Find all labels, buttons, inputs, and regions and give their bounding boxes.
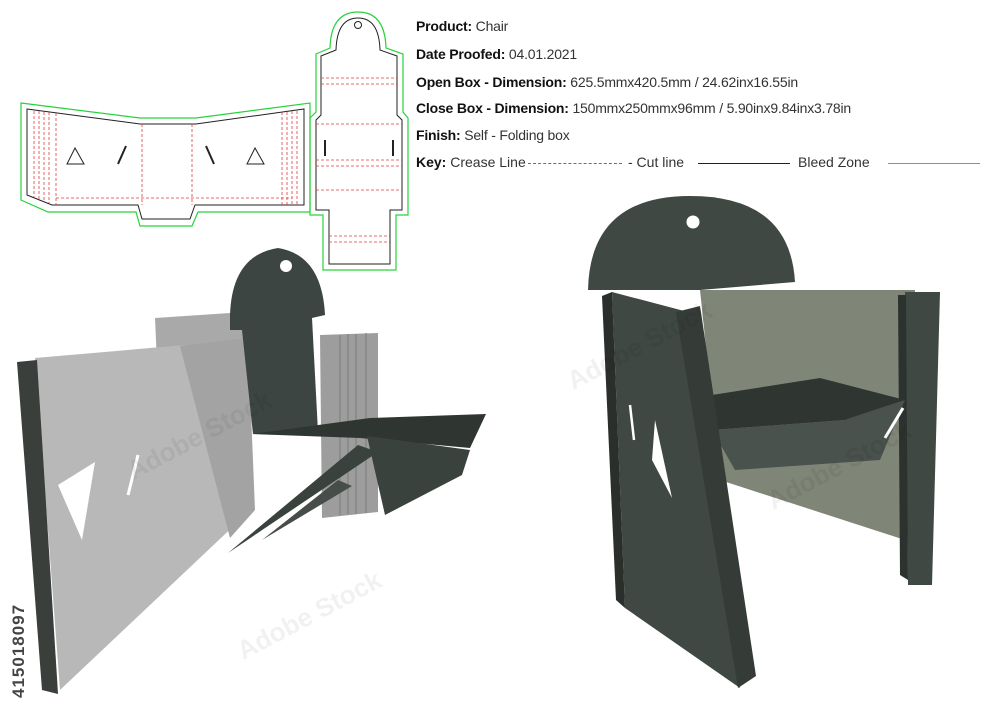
- chair-triangle-cutout: [652, 420, 672, 498]
- chair-left-edge: [602, 292, 625, 608]
- product-value: Chair: [475, 18, 509, 34]
- spec-date: Date Proofed: 04.01.2021: [416, 46, 577, 62]
- triangle-cutout-right: [246, 146, 265, 165]
- hanging-hole: [354, 21, 362, 29]
- legend-crease-line: [528, 163, 622, 164]
- front-flap-diagonal: [367, 436, 470, 515]
- open-dimension-label: Open Box - Dimension:: [416, 74, 567, 90]
- legend-bleed-line: [888, 163, 980, 164]
- seat-panel: [252, 414, 486, 448]
- bleed-outline-right: [309, 11, 409, 271]
- open-dimension-value: 625.5mmx420.5mm / 24.62inx16.55in: [570, 74, 798, 90]
- long-flap: [228, 445, 378, 553]
- crease-lines-left: [33, 111, 298, 205]
- cut-outline-left: [26, 108, 305, 220]
- slot-cut-right: [205, 145, 215, 165]
- triangle-cutout-left: [66, 146, 85, 165]
- chair-seat-front: [712, 400, 905, 470]
- large-grey-panel: [35, 345, 240, 690]
- close-dimension-label: Close Box - Dimension:: [416, 100, 569, 116]
- close-dimension-value: 150mmx250mmx96mm / 5.90inx9.84inx3.78in: [572, 100, 852, 116]
- legend-bleed-label: Bleed Zone: [798, 154, 870, 170]
- assembled-chair-model: [588, 196, 940, 688]
- stock-id: 415018097: [9, 603, 28, 698]
- finish-label: Finish:: [416, 127, 461, 143]
- spec-close-dimension: Close Box - Dimension: 150mmx250mmx96mm …: [416, 100, 851, 116]
- left-slot: [126, 454, 140, 496]
- legend-cut-line: [698, 163, 790, 164]
- dark-back-panel: [230, 248, 325, 434]
- chair-back-top: [588, 196, 795, 290]
- model-hole-left: [280, 260, 292, 272]
- date-value: 04.01.2021: [508, 46, 577, 62]
- legend-cut-label: - Cut line: [628, 154, 685, 170]
- chair-slot-left: [628, 404, 636, 441]
- mid-grey-panel: [180, 338, 255, 538]
- dieline-horizontal-piece: [20, 102, 311, 227]
- finish-value: Self - Folding box: [464, 127, 570, 143]
- bleed-outline-left: [20, 102, 311, 227]
- date-label: Date Proofed:: [416, 46, 506, 62]
- lower-spike: [262, 480, 352, 540]
- chair-left-arm-front: [676, 306, 756, 688]
- dieline-vertical-piece: [309, 11, 409, 271]
- left-triangle-cutout: [58, 462, 95, 540]
- left-edge-dark: [17, 360, 58, 694]
- chair-right-arm: [905, 292, 940, 585]
- chair-right-arm-inner: [898, 295, 908, 580]
- spec-product: Product: Chair: [416, 18, 508, 34]
- chair-hole: [686, 215, 700, 229]
- crease-lines-right: [316, 77, 402, 243]
- key-label: Key:: [416, 154, 447, 170]
- product-label: Product:: [416, 18, 472, 34]
- legend-key: Key: Crease Line: [416, 154, 526, 170]
- partially-folded-model: [17, 248, 486, 694]
- spec-finish: Finish: Self - Folding box: [416, 127, 570, 143]
- cut-outline-right: [315, 17, 403, 265]
- spec-open-dimension: Open Box - Dimension: 625.5mmx420.5mm / …: [416, 74, 798, 90]
- chair-left-side: [612, 292, 740, 688]
- chair-seat: [712, 378, 905, 430]
- legend-crease-label: Crease Line: [450, 154, 526, 170]
- slot-cut-left: [117, 145, 127, 165]
- chair-slot-right: [883, 407, 905, 439]
